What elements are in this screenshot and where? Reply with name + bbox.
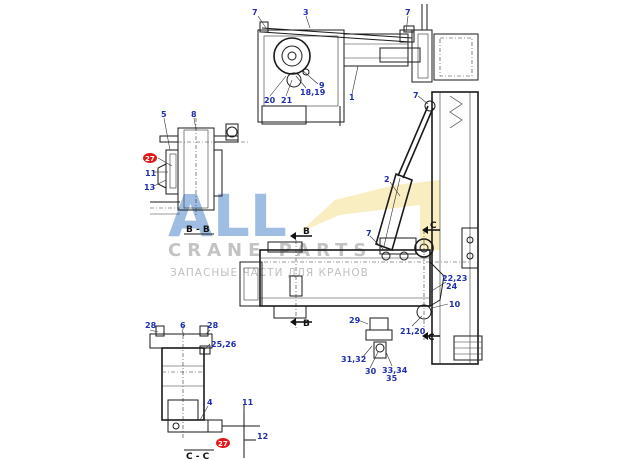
callout-28[interactable]: 28 xyxy=(207,321,219,330)
top-housing xyxy=(257,29,345,123)
callout-9[interactable]: 9 xyxy=(319,81,325,90)
watermark-crane-shape xyxy=(300,180,440,250)
callout-7[interactable]: 7 xyxy=(366,229,372,238)
callout-12[interactable]: 12 xyxy=(257,432,268,441)
top-rod-line xyxy=(261,27,413,39)
top-assembly xyxy=(257,4,479,126)
section-marker-c-bottom: C xyxy=(428,333,435,343)
leader-lines xyxy=(149,15,449,421)
callout-11[interactable]: 11 xyxy=(242,398,254,407)
top-cylinder-barrel xyxy=(343,33,409,67)
main-boom-assembly xyxy=(239,91,483,365)
red-marker-27[interactable] xyxy=(216,438,230,448)
callout-25-26[interactable]: 25,26 xyxy=(211,340,237,349)
callout-8[interactable]: 8 xyxy=(191,110,197,119)
top-pivot-ring xyxy=(273,37,311,75)
callout-10[interactable]: 10 xyxy=(449,300,461,309)
callout-29[interactable]: 29 xyxy=(349,316,361,325)
callout-33-34[interactable]: 33,34 xyxy=(382,366,408,375)
callout-24[interactable]: 24 xyxy=(446,282,458,291)
callout-30[interactable]: 30 xyxy=(365,367,377,376)
callout-7[interactable]: 7 xyxy=(252,8,258,17)
watermark-logo: ALL xyxy=(168,182,287,250)
lift-cylinder-rod xyxy=(397,105,429,177)
callout-18-19[interactable]: 18,19 xyxy=(300,88,326,97)
svg-text:27: 27 xyxy=(218,440,228,448)
section-marker-b-bottom: B xyxy=(303,319,310,329)
callout-22-23[interactable]: 22,23 xyxy=(442,274,467,283)
callout-2[interactable]: 2 xyxy=(384,175,390,184)
callout-7[interactable]: 7 xyxy=(413,91,419,100)
callout-labels: 7 3 7 9 1 20 21 18,19 5 8 11 13 7 2 7 22… xyxy=(144,8,467,441)
callout-21[interactable]: 21 xyxy=(281,96,293,105)
red-marker-27[interactable] xyxy=(143,153,157,163)
callout-11[interactable]: 11 xyxy=(145,169,157,178)
callout-28[interactable]: 28 xyxy=(145,321,157,330)
callout-6[interactable]: 6 xyxy=(180,321,186,330)
section-title-cc: C - C xyxy=(186,452,210,460)
boom-horizontal-body xyxy=(259,249,431,307)
callout-3[interactable]: 3 xyxy=(303,8,309,17)
section-title-bb: B - B xyxy=(186,225,210,235)
callout-21-20[interactable]: 21,20 xyxy=(400,327,426,336)
callout-31-32[interactable]: 31,32 xyxy=(341,355,366,364)
top-right-boom-end xyxy=(433,33,479,81)
callout-35[interactable]: 35 xyxy=(386,374,398,383)
callout-13[interactable]: 13 xyxy=(144,183,155,192)
callout-7[interactable]: 7 xyxy=(405,8,411,17)
section-bb-view xyxy=(150,118,250,216)
watermark-line2: ЗАПАСНЫЕ ЧАСТИ ДЛЯ КРАНОВ xyxy=(170,267,369,279)
section-titles: B - B C - C B B C C xyxy=(184,221,437,460)
callout-1[interactable]: 1 xyxy=(349,93,355,102)
section-cc-view xyxy=(149,325,260,458)
section-marker-c-top: C xyxy=(430,221,437,231)
svg-text:27: 27 xyxy=(145,155,155,163)
callout-5[interactable]: 5 xyxy=(161,110,167,119)
watermark: ALL CRANE PARTS ЗАПАСНЫЕ ЧАСТИ ДЛЯ КРАНО… xyxy=(168,180,440,279)
section-marker-b-top: B xyxy=(303,227,310,237)
callout-4[interactable]: 4 xyxy=(207,398,213,407)
red-markers: 27 27 xyxy=(143,153,230,448)
callout-20[interactable]: 20 xyxy=(264,96,276,105)
